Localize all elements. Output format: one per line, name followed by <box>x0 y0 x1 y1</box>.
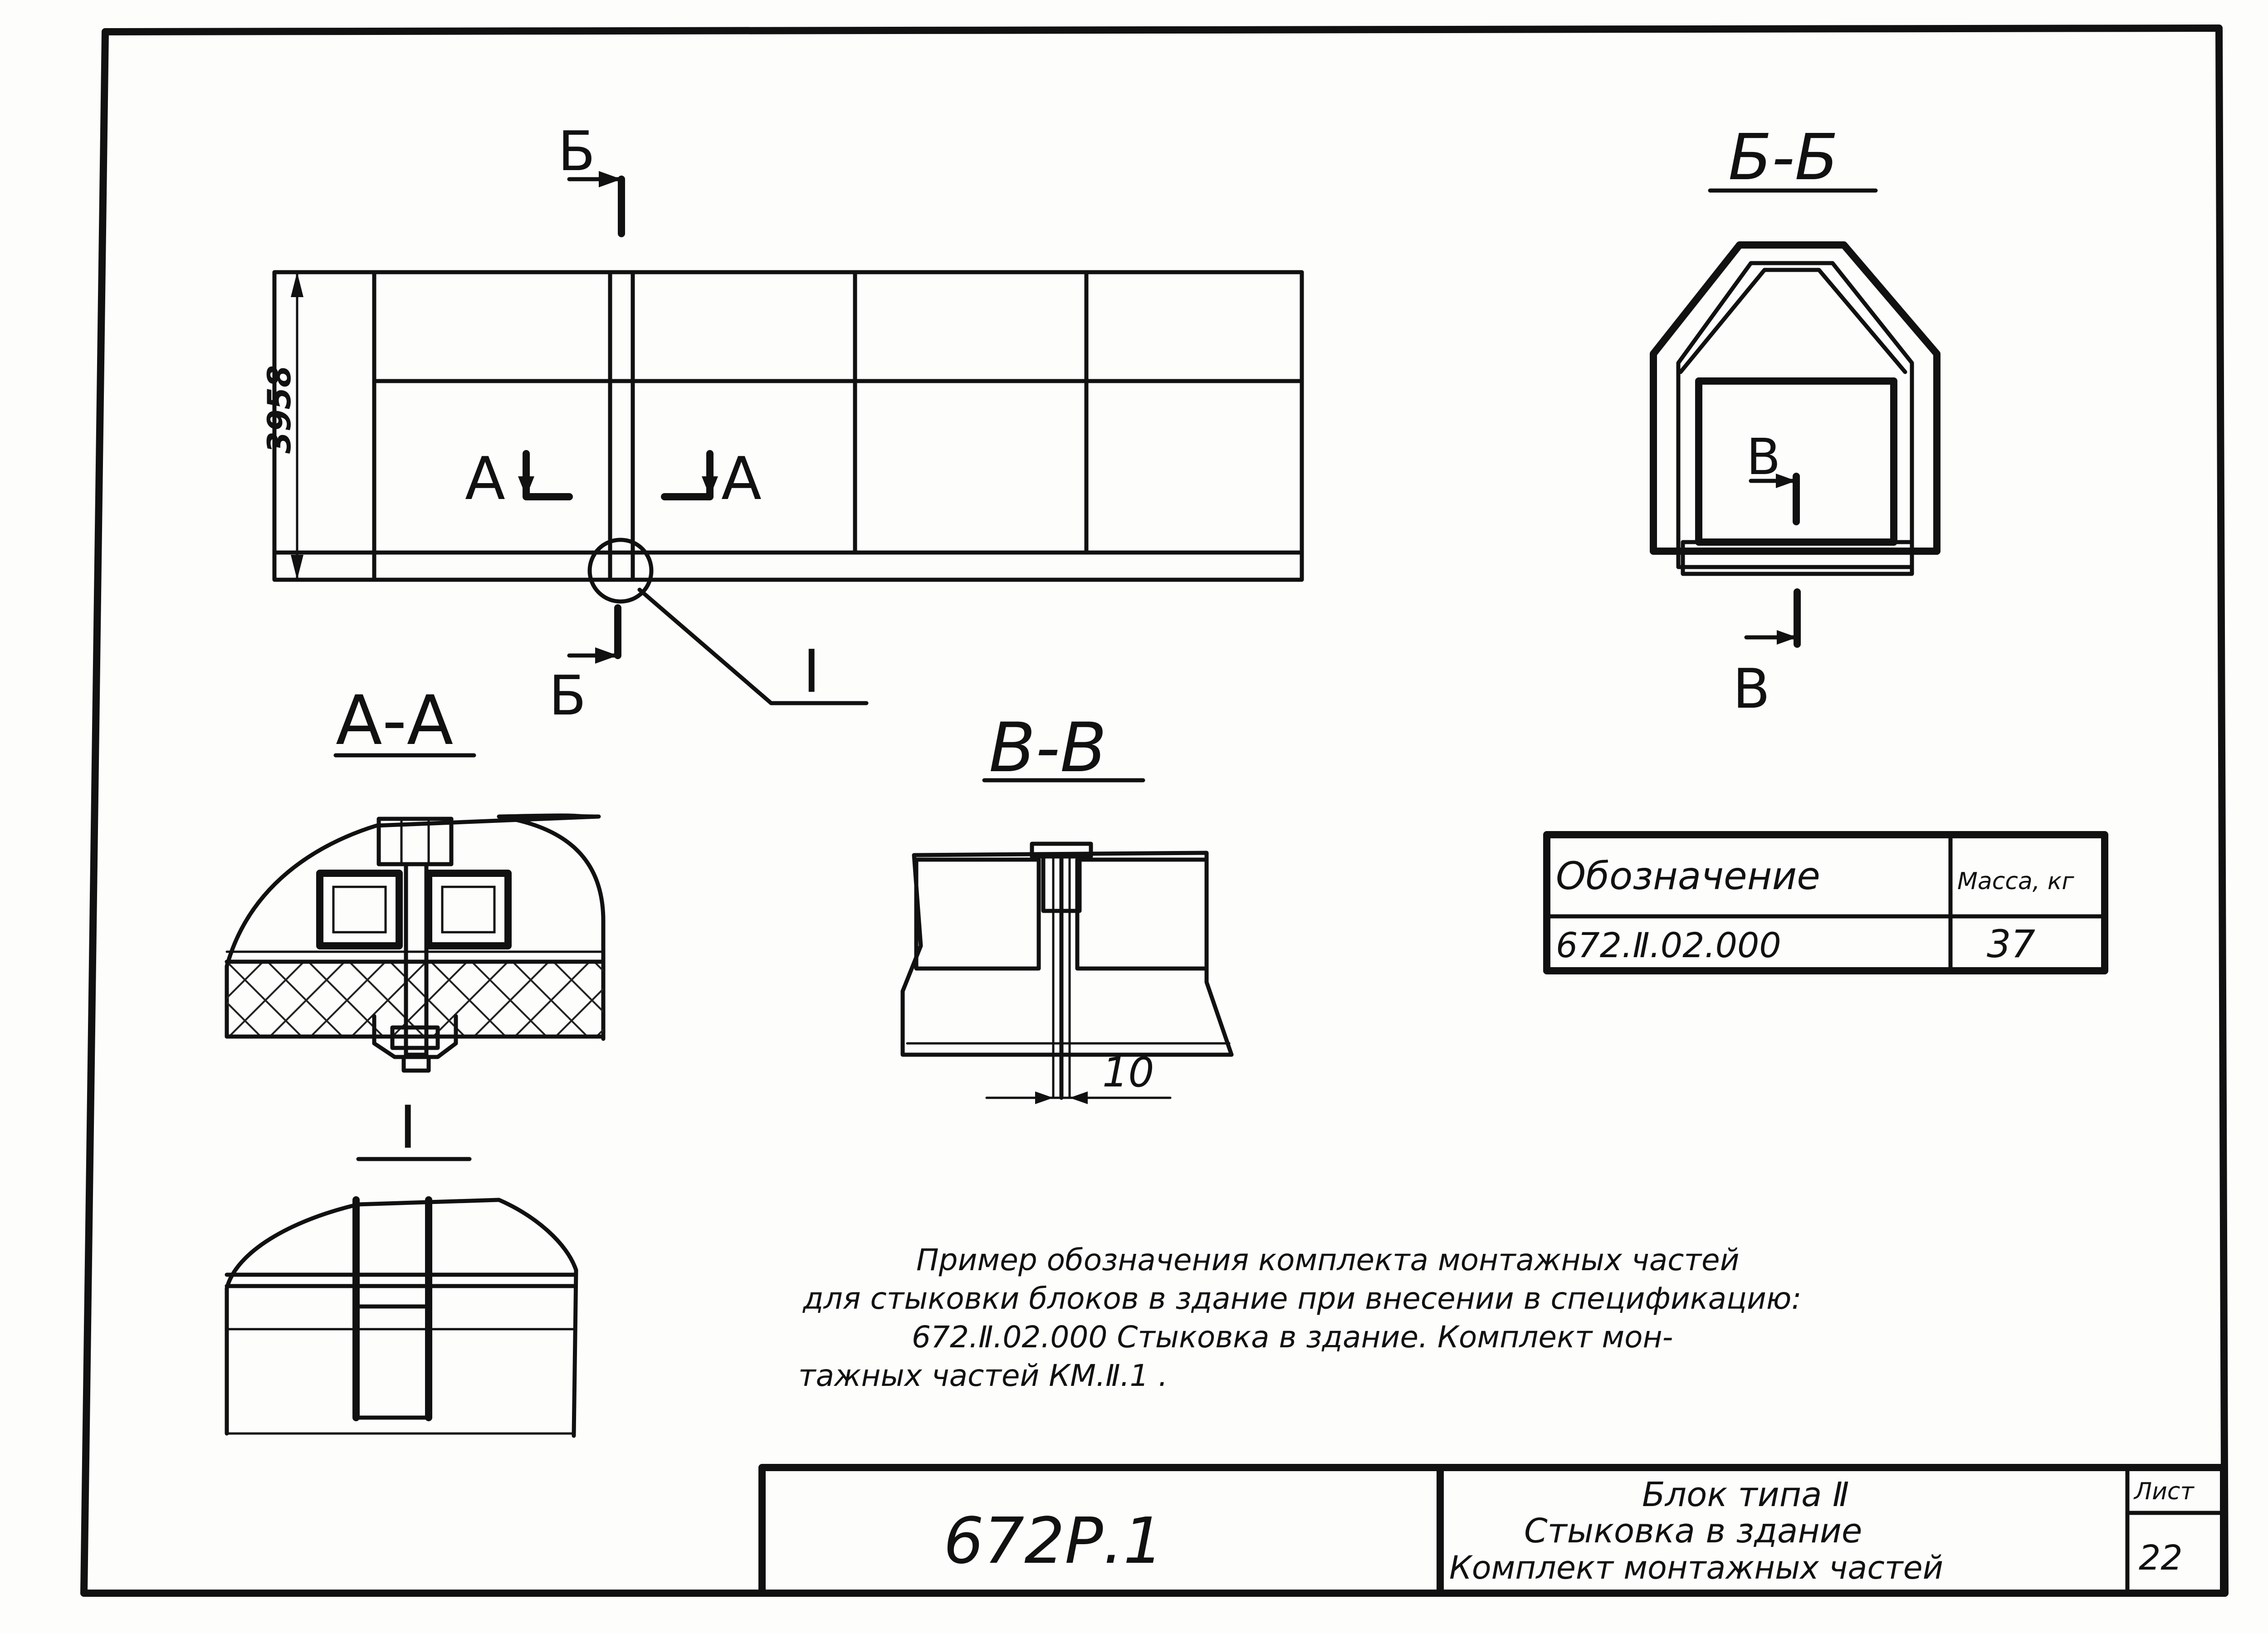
section-mark-b-bottom: Б <box>549 665 586 728</box>
note-line-4: тажных частей КМ.Ⅱ.1 . <box>798 1358 1168 1393</box>
note-line-3: 672.Ⅱ.02.000 Стыковка в здание. Комплект… <box>912 1320 1673 1355</box>
height-dimension: 3958 <box>261 365 298 454</box>
sheet-number: 22 <box>2139 1537 2183 1578</box>
mass-table-row-designation: 672.Ⅱ.02.000 <box>1556 925 1781 965</box>
detail-one: I <box>225 1093 578 1438</box>
designation-note: Пример обозначения комплекта монтажных ч… <box>798 1243 1802 1393</box>
note-line-1: Пример обозначения комплекта монтажных ч… <box>916 1243 1740 1277</box>
mass-table-header-mass: Масса, кг <box>1957 868 2074 895</box>
mass-table-header-designation: Обозначение <box>1556 854 1820 898</box>
section-mark-v-inner: В <box>1746 428 1780 486</box>
section-aa-title: А-А <box>336 681 453 760</box>
title-line-3: Комплект монтажных частей <box>1449 1549 1943 1586</box>
title-line-1: Блок типа Ⅱ <box>1642 1475 1849 1514</box>
plan-view: 3958 Б Б А А I <box>261 120 1304 728</box>
mass-table-row-mass: 37 <box>1987 922 2035 966</box>
section-vv: В-В 10 <box>900 709 1234 1104</box>
mass-table: Обозначение Масса, кг 672.Ⅱ.02.000 37 <box>1543 831 2108 974</box>
section-mark-v-lower: В <box>1733 658 1770 721</box>
section-bb: Б-Б В В <box>1650 121 1941 721</box>
document-code: 672Р.1 <box>943 1504 1163 1578</box>
sheet-label: Лист <box>2133 1478 2195 1505</box>
section-aa: А-А <box>225 681 606 1073</box>
section-mark-a-left: А <box>465 444 505 513</box>
detail-callout-label: I <box>803 637 820 706</box>
section-vv-title: В-В <box>989 709 1107 788</box>
title-block: 672Р.1 Блок типа Ⅱ Стыковка в здание Ком… <box>758 1464 2227 1597</box>
section-mark-a-right: А <box>721 444 762 513</box>
section-bb-title: Б-Б <box>1728 121 1838 195</box>
gap-dimension: 10 <box>1102 1049 1154 1096</box>
title-line-2: Стыковка в здание <box>1524 1512 1862 1551</box>
note-line-2: для стыковки блоков в здание при внесени… <box>802 1281 1802 1316</box>
section-mark-b-top: Б <box>558 120 595 183</box>
detail-one-title: I <box>399 1093 416 1162</box>
